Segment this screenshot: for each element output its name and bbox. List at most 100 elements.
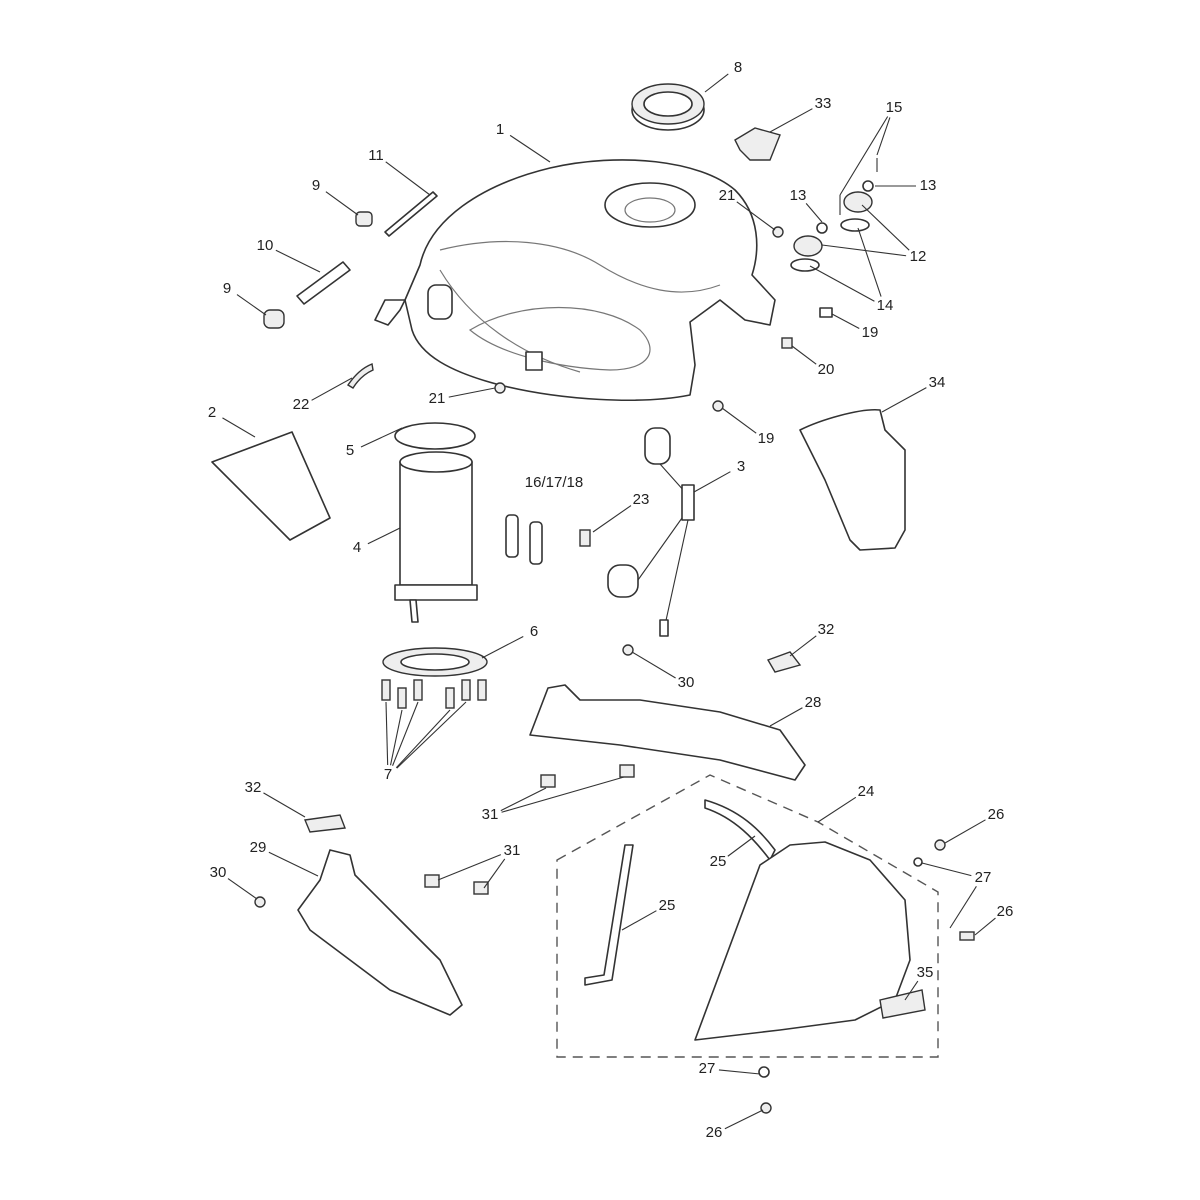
clip-19-part[interactable] [819, 307, 833, 318]
label-35-part[interactable] [879, 989, 926, 1019]
leader-line [789, 635, 817, 657]
bracket-33-part[interactable] [734, 127, 781, 161]
leader-line [509, 134, 551, 163]
part-23[interactable] [579, 529, 591, 547]
leader-line [481, 635, 524, 659]
pipe-17-part[interactable] [529, 521, 543, 565]
callout-8[interactable]: 8 [734, 59, 742, 76]
leader-line [831, 313, 860, 330]
leader-line [974, 917, 996, 936]
callout-13[interactable]: 13 [920, 177, 937, 194]
callout-1[interactable]: 1 [496, 121, 504, 138]
callout-9[interactable]: 9 [312, 177, 320, 194]
mount-rubbers-part[interactable] [772, 158, 878, 272]
panel-28-part[interactable] [529, 684, 806, 781]
callout-32[interactable]: 32 [245, 779, 262, 796]
screw-30-part[interactable] [622, 644, 634, 656]
nut-19-part[interactable] [712, 400, 724, 412]
callout-25[interactable]: 25 [659, 897, 676, 914]
callout-24[interactable]: 24 [858, 783, 875, 800]
callout-12[interactable]: 12 [910, 248, 927, 265]
leader-line [809, 265, 875, 302]
callout-11[interactable]: 11 [368, 147, 384, 164]
washer-27b-part[interactable] [758, 1066, 770, 1078]
washer-27-part[interactable] [913, 857, 923, 867]
seal-5-part[interactable] [394, 422, 476, 450]
bolt-26c-part[interactable] [760, 1102, 772, 1114]
callout-19[interactable]: 19 [862, 324, 879, 341]
bolt-26-part[interactable] [934, 839, 946, 851]
screw-30b-part[interactable] [254, 896, 266, 908]
leader-line [621, 910, 657, 931]
callout-32[interactable]: 32 [818, 621, 835, 638]
callout-6[interactable]: 6 [530, 623, 538, 640]
pipe-16-part[interactable] [505, 514, 519, 558]
pad-2-part[interactable] [211, 431, 331, 541]
tube-10-part[interactable] [296, 261, 351, 305]
callout-35[interactable]: 35 [917, 964, 934, 981]
strip-25-part[interactable] [704, 799, 776, 861]
clip-20-part[interactable] [781, 337, 793, 349]
clip-31d-part[interactable] [473, 881, 489, 895]
leader-line [263, 792, 306, 818]
callout-7[interactable]: 7 [384, 766, 392, 783]
callout-30[interactable]: 30 [210, 864, 227, 881]
clip-31b-part[interactable] [619, 764, 635, 778]
leader-line [325, 191, 359, 216]
cover-24-part[interactable] [694, 841, 911, 1041]
callout-26[interactable]: 26 [997, 903, 1014, 920]
callout-5[interactable]: 5 [346, 442, 354, 459]
leader-line [839, 116, 889, 196]
bolts-7-part[interactable] [381, 679, 487, 709]
callout-28[interactable]: 28 [805, 694, 822, 711]
fuel-tank-part[interactable] [374, 159, 776, 402]
strip-25b-part[interactable] [584, 844, 634, 986]
callout-27[interactable]: 27 [975, 869, 992, 886]
callout-26[interactable]: 26 [706, 1124, 723, 1141]
fuel-sender-3-part[interactable] [607, 427, 695, 637]
callout-14[interactable]: 14 [877, 297, 894, 314]
grommet-9b-part[interactable] [263, 309, 285, 329]
callout-26[interactable]: 26 [988, 806, 1005, 823]
leader-line [921, 862, 972, 877]
callout-16-17-18[interactable]: 16/17/18 [525, 474, 583, 491]
strip-22-part[interactable] [346, 363, 374, 389]
label-32-part[interactable] [766, 651, 802, 673]
callout-13[interactable]: 13 [790, 187, 807, 204]
callout-21[interactable]: 21 [719, 187, 736, 204]
pump-ring-6-part[interactable] [382, 647, 488, 677]
callout-10[interactable]: 10 [257, 237, 274, 254]
fuel-pump-4-part[interactable] [394, 451, 478, 623]
callout-22[interactable]: 22 [293, 396, 310, 413]
panel-29-part[interactable] [297, 849, 463, 1016]
callout-3[interactable]: 3 [737, 458, 745, 475]
callout-29[interactable]: 29 [250, 839, 267, 856]
callout-23[interactable]: 23 [633, 491, 650, 508]
grommet-9-part[interactable] [355, 211, 373, 227]
clip-31c-part[interactable] [424, 874, 440, 888]
rod-11-part[interactable] [384, 191, 438, 237]
callout-25[interactable]: 25 [710, 853, 727, 870]
clip-31-part[interactable] [540, 774, 556, 788]
callout-34[interactable]: 34 [929, 374, 946, 391]
bolt-26b-part[interactable] [959, 931, 975, 941]
callout-27[interactable]: 27 [699, 1060, 716, 1077]
callout-19[interactable]: 19 [758, 430, 775, 447]
callout-4[interactable]: 4 [353, 539, 361, 556]
callout-15[interactable]: 15 [886, 99, 903, 116]
callout-31[interactable]: 31 [482, 806, 499, 823]
callout-21[interactable]: 21 [429, 390, 446, 407]
callout-30[interactable]: 30 [678, 674, 695, 691]
label-32b-part[interactable] [304, 814, 346, 833]
leader-line [727, 835, 756, 857]
cover-34-part[interactable] [799, 409, 906, 551]
bolt-21-part[interactable] [494, 382, 506, 394]
callout-2[interactable]: 2 [208, 404, 216, 421]
callout-9[interactable]: 9 [223, 280, 231, 297]
callout-20[interactable]: 20 [818, 361, 835, 378]
callout-labels: 8 33 1 15 11 21 13 13 9 10 12 14 9 19 20 22 21 34 2 19 5 3 16/… [208, 59, 1014, 1141]
callout-33[interactable]: 33 [815, 95, 832, 112]
filler-ring-part[interactable] [631, 83, 705, 131]
callout-31[interactable]: 31 [504, 842, 521, 859]
